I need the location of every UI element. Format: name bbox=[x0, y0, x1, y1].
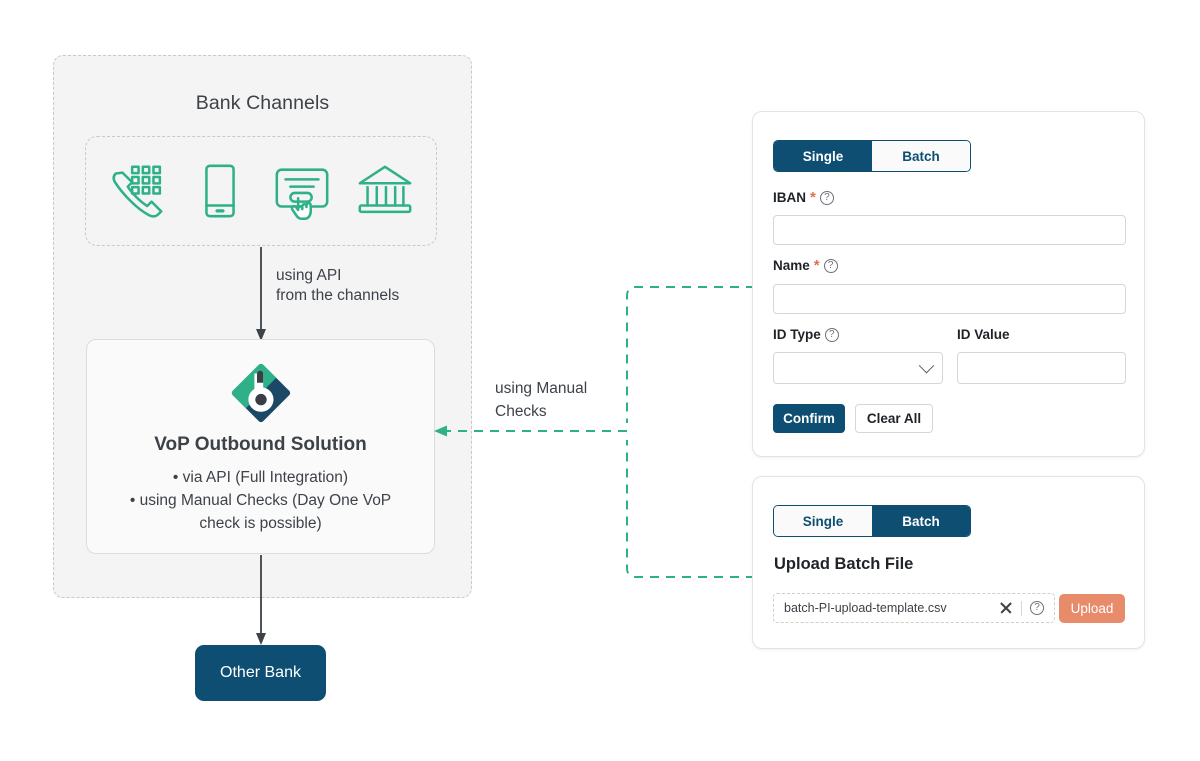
id-type-help-icon[interactable]: ? bbox=[824, 327, 839, 342]
tab-batch-batchpanel[interactable]: Batch bbox=[872, 506, 970, 536]
bank-branch-icon bbox=[358, 165, 412, 214]
batch-file-help-icon[interactable]: ? bbox=[1030, 601, 1044, 615]
upload-batch-file-title: Upload Batch File bbox=[774, 555, 914, 573]
vop-outbound-card: VoP Outbound Solution • via API (Full In… bbox=[86, 339, 435, 554]
chevron-down-icon bbox=[918, 357, 935, 373]
vop-card-title: VoP Outbound Solution bbox=[154, 434, 367, 455]
api-flow-label: using API from the channels bbox=[276, 267, 400, 304]
batch-file-dropzone[interactable]: batch-PI-upload-template.csv ? bbox=[773, 593, 1055, 623]
name-help-icon[interactable]: ? bbox=[823, 258, 838, 273]
vop-card-bullets: • via API (Full Integration) • using Man… bbox=[101, 466, 420, 535]
confirm-button[interactable]: Confirm bbox=[773, 404, 845, 433]
vop-diamond-logo bbox=[231, 363, 290, 423]
batch-panel-mode-toggle[interactable]: Single Batch bbox=[773, 505, 971, 537]
other-bank-node: Other Bank bbox=[195, 645, 326, 701]
mobile-phone-icon bbox=[204, 164, 235, 218]
name-label: Name * ? bbox=[773, 258, 838, 273]
manual-checks-connector bbox=[434, 286, 755, 578]
vop-bullet-0: • via API (Full Integration) bbox=[172, 469, 349, 486]
vop-bullet-1: • using Manual Checks (Day One VoP check… bbox=[129, 492, 392, 532]
name-input[interactable] bbox=[773, 284, 1126, 314]
id-type-label-text: ID Type bbox=[773, 327, 821, 342]
clear-all-button[interactable]: Clear All bbox=[855, 404, 933, 433]
iban-required-asterisk: * bbox=[810, 189, 816, 206]
iban-label-text: IBAN bbox=[773, 190, 806, 205]
close-icon[interactable] bbox=[999, 601, 1013, 615]
id-type-select[interactable] bbox=[773, 352, 943, 384]
id-type-label: ID Type ? bbox=[773, 327, 839, 342]
id-value-label-text: ID Value bbox=[957, 327, 1010, 342]
id-value-input[interactable] bbox=[957, 352, 1126, 384]
iban-label: IBAN * ? bbox=[773, 190, 834, 205]
single-panel-mode-toggle[interactable]: Single Batch bbox=[773, 140, 971, 172]
bank-channels-title: Bank Channels bbox=[195, 92, 330, 114]
phone-keypad-icon bbox=[112, 165, 163, 218]
api-flow-arrow bbox=[256, 247, 266, 341]
upload-button[interactable]: Upload bbox=[1059, 594, 1125, 623]
name-label-text: Name bbox=[773, 258, 810, 273]
manual-checks-label: using Manual Checks bbox=[495, 380, 588, 420]
single-check-panel: Single Batch IBAN * ? Name * ? ID Type ?… bbox=[752, 111, 1145, 457]
name-required-asterisk: * bbox=[813, 257, 820, 274]
batch-upload-panel: Single Batch Upload Batch File batch-PI-… bbox=[752, 476, 1145, 649]
tab-batch[interactable]: Batch bbox=[872, 141, 970, 171]
other-bank-flow-arrow bbox=[256, 555, 266, 645]
channel-icons-row bbox=[85, 136, 437, 246]
tab-single-batchpanel[interactable]: Single bbox=[774, 506, 872, 536]
iban-input[interactable] bbox=[773, 215, 1126, 245]
online-banking-click-icon bbox=[275, 168, 329, 220]
id-value-label: ID Value bbox=[957, 327, 1010, 342]
iban-help-icon[interactable]: ? bbox=[819, 190, 834, 205]
batch-file-name: batch-PI-upload-template.csv bbox=[784, 601, 947, 615]
tab-single[interactable]: Single bbox=[774, 141, 872, 171]
divider bbox=[1021, 600, 1022, 616]
